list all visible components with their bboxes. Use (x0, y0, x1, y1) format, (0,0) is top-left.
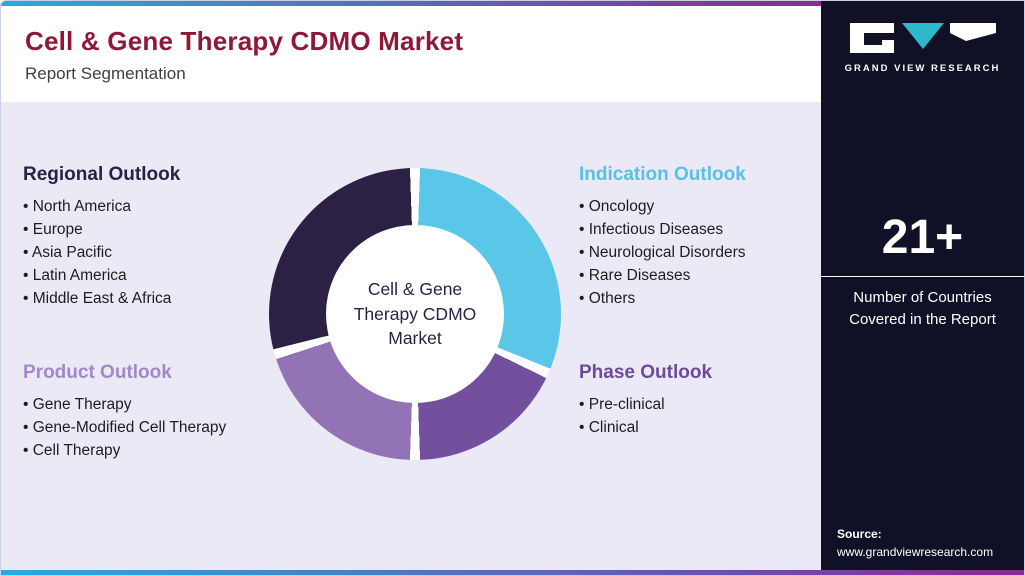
list-item: Latin America (23, 264, 288, 287)
list-item: Rare Diseases (579, 264, 844, 287)
list-item: Pre-clinical (579, 393, 844, 416)
source-url: www.grandviewresearch.com (837, 545, 994, 559)
product-outlook-list: Gene TherapyGene-Modified Cell TherapyCe… (23, 393, 288, 462)
list-item: Neurological Disorders (579, 241, 844, 264)
list-item: Others (579, 287, 844, 310)
source-label: Source: (837, 527, 882, 541)
list-item: Infectious Diseases (579, 218, 844, 241)
donut-center: Cell & Gene Therapy CDMO Market (326, 225, 504, 403)
list-item: Cell Therapy (23, 439, 288, 462)
gvr-logo-icon (848, 21, 998, 55)
stat-caption: Number of Countries Covered in the Repor… (849, 289, 996, 328)
regional-outlook-heading: Regional Outlook (23, 164, 181, 185)
list-item: Middle East & Africa (23, 287, 288, 310)
product-outlook-section: Product Outlook Gene TherapyGene-Modifie… (23, 362, 288, 462)
phase-outlook-heading: Phase Outlook (579, 362, 713, 383)
indication-outlook-section: Indication Outlook OncologyInfectious Di… (579, 164, 844, 310)
top-accent-bar (1, 1, 823, 6)
phase-outlook-list: Pre-clinicalClinical (579, 393, 844, 439)
bottom-accent-bar (1, 570, 1024, 575)
regional-outlook-section: Regional Outlook North AmericaEuropeAsia… (23, 164, 288, 310)
list-item: Clinical (579, 416, 844, 439)
list-item: Oncology (579, 195, 844, 218)
indication-outlook-list: OncologyInfectious DiseasesNeurological … (579, 195, 844, 310)
page-title: Cell & Gene Therapy CDMO Market (25, 26, 464, 56)
phase-outlook-section: Phase Outlook Pre-clinicalClinical (579, 362, 844, 439)
brand-name: GRAND VIEW RESEARCH (844, 63, 1001, 74)
sidebar: GRAND VIEW RESEARCH 21+ Number of Countr… (821, 1, 1024, 575)
indication-outlook-heading: Indication Outlook (579, 164, 746, 185)
list-item: North America (23, 195, 288, 218)
product-outlook-heading: Product Outlook (23, 362, 172, 383)
source-block: Source: www.grandviewresearch.com (837, 525, 993, 561)
list-item: Asia Pacific (23, 241, 288, 264)
list-item: Gene Therapy (23, 393, 288, 416)
donut-center-label: Cell & Gene Therapy CDMO Market (353, 279, 477, 349)
stat-divider (821, 276, 1024, 277)
main-panel: Cell & Gene Therapy CDMO Market Report S… (1, 1, 823, 575)
page-subtitle: Report Segmentation (25, 64, 186, 83)
stat-value: 21+ (881, 211, 964, 264)
list-item: Gene-Modified Cell Therapy (23, 416, 288, 439)
donut-chart: Cell & Gene Therapy CDMO Market (269, 168, 561, 460)
list-item: Europe (23, 218, 288, 241)
segmentation-canvas: Regional Outlook North AmericaEuropeAsia… (1, 102, 823, 575)
brand-block: GRAND VIEW RESEARCH (821, 1, 1024, 74)
countries-stat: 21+ Number of Countries Covered in the R… (821, 214, 1024, 331)
regional-outlook-list: North AmericaEuropeAsia PacificLatin Ame… (23, 195, 288, 310)
header: Cell & Gene Therapy CDMO Market Report S… (1, 6, 823, 102)
